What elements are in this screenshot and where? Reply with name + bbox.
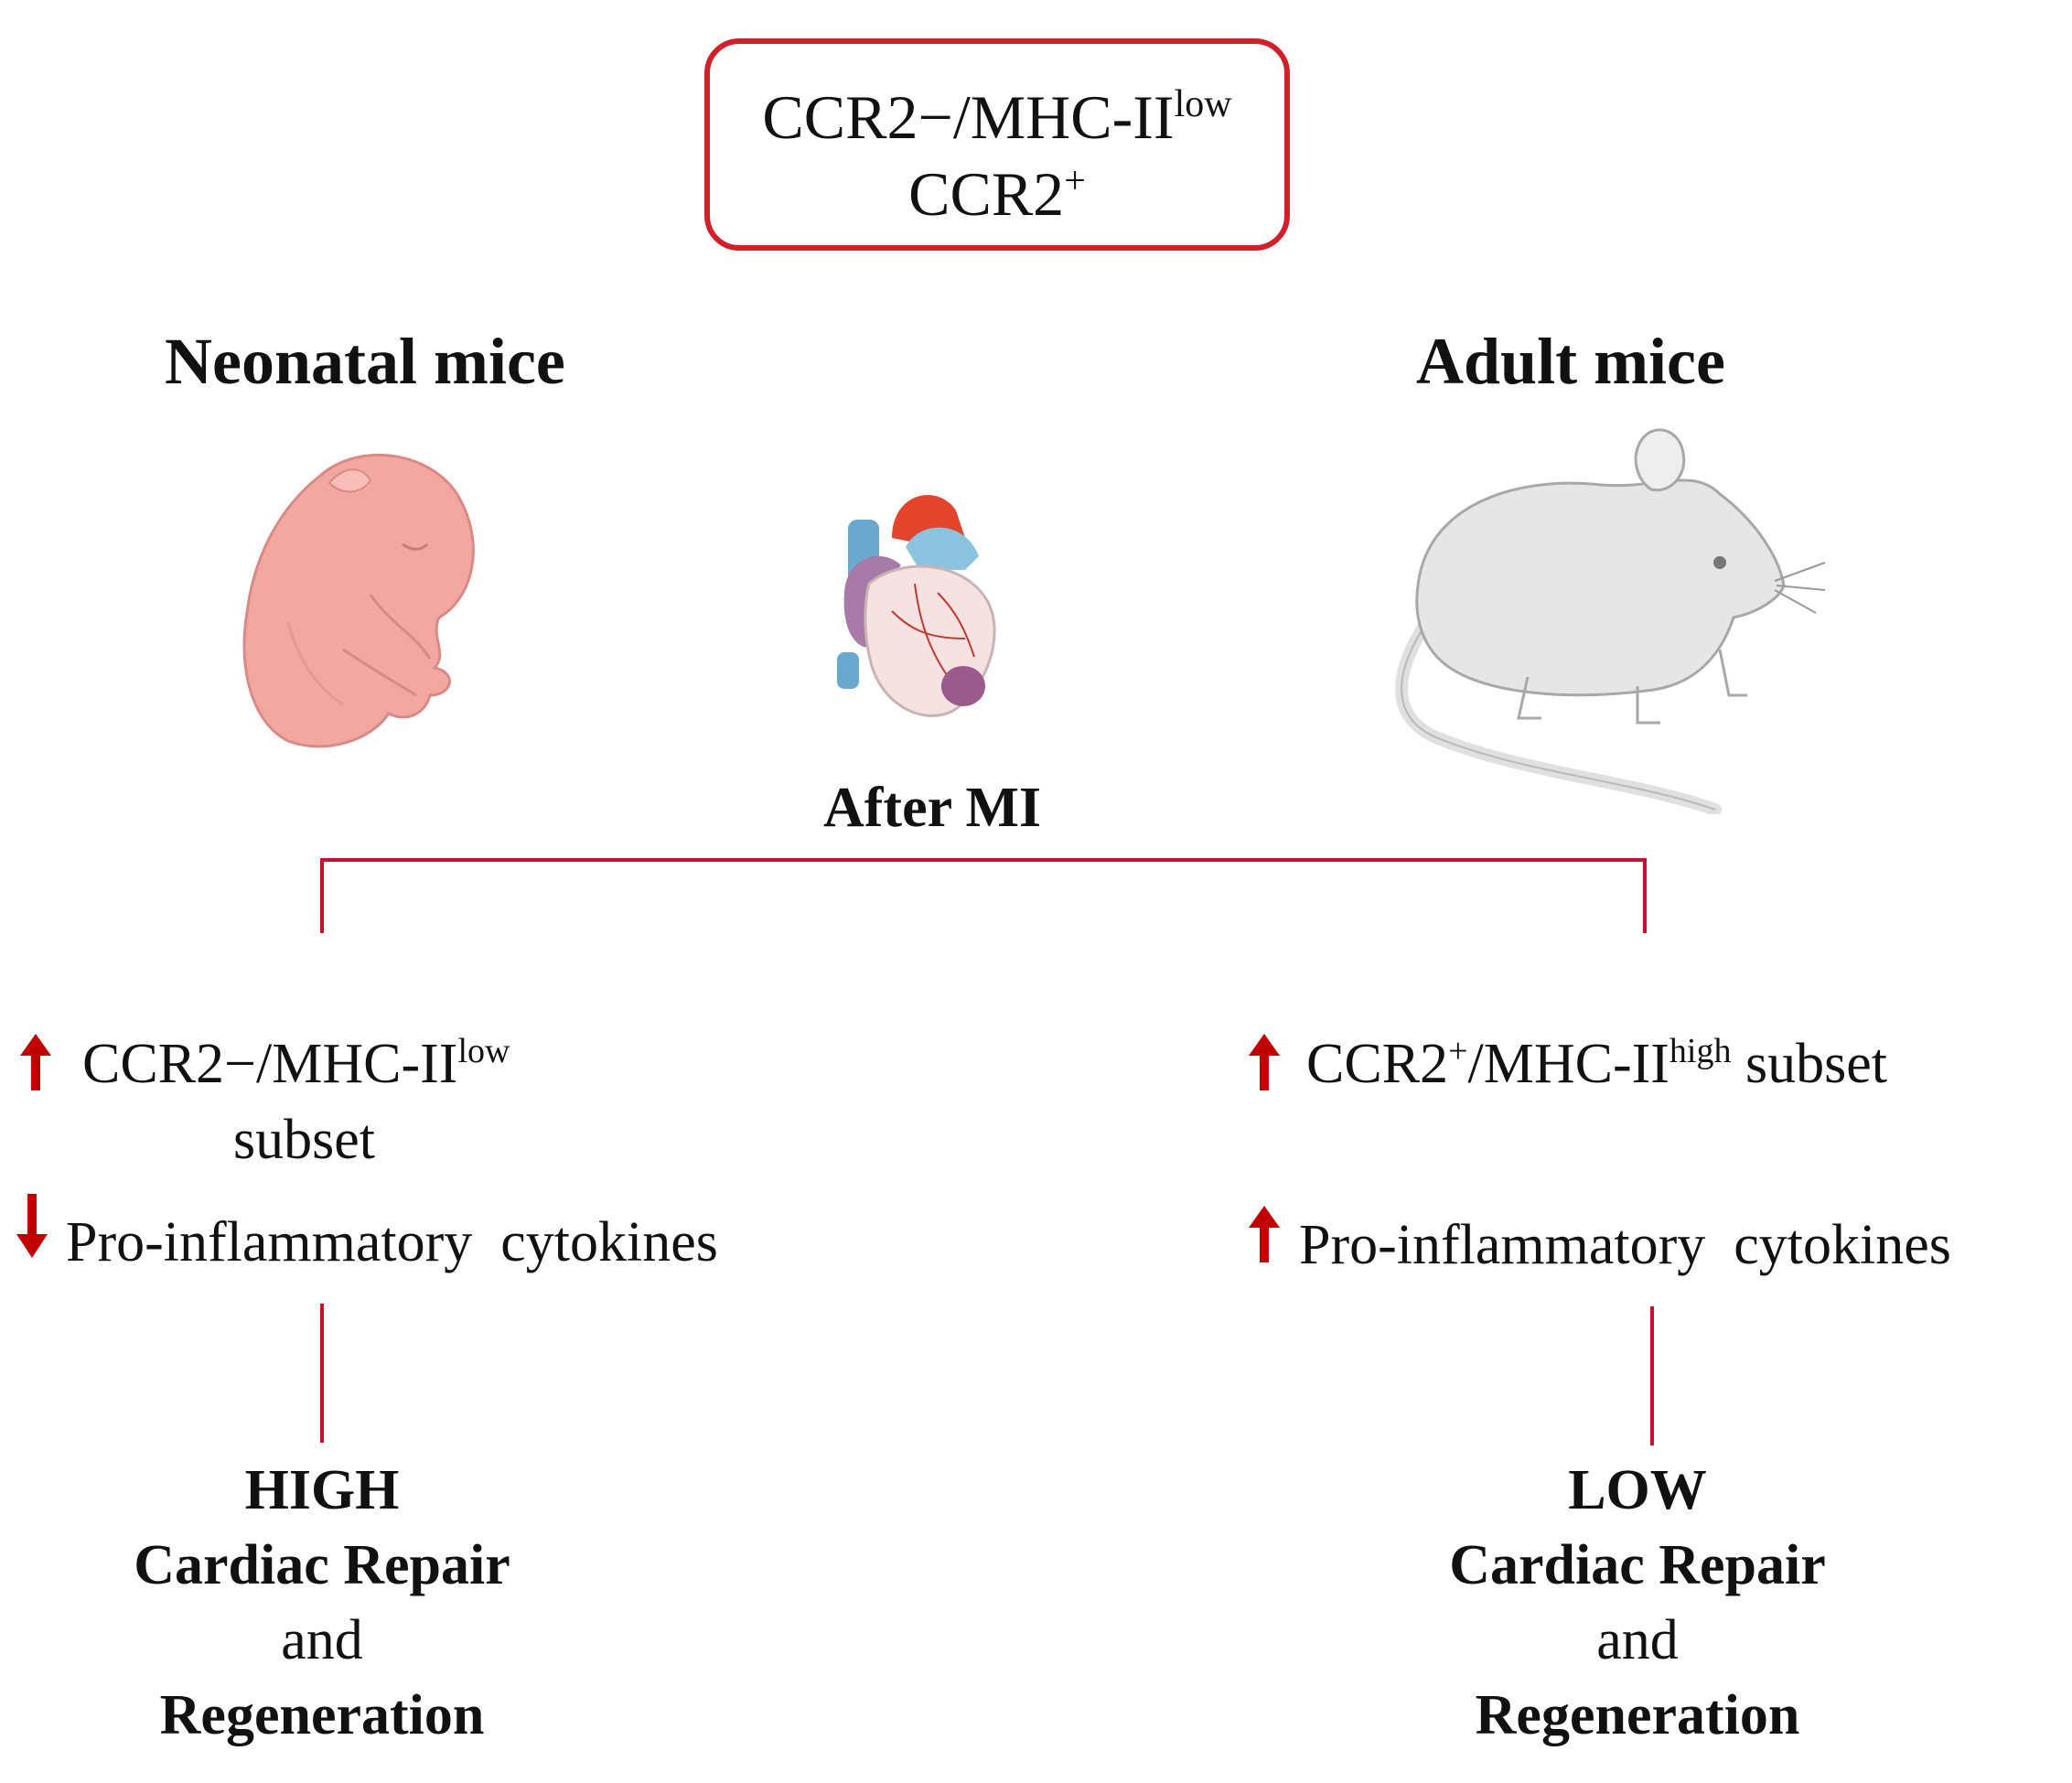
left-outcome: HIGH Cardiac Repair and Regeneration [48, 1453, 596, 1753]
after-mi-label: After MI [823, 777, 1042, 839]
box-line-1: CCR2−/MHC-IIlow [762, 82, 1232, 152]
right-cytokines: Pro-inflammatory cytokines [1299, 1214, 1951, 1276]
box-line-2: CCR2+ [908, 159, 1086, 229]
left-subset-line2: subset [233, 1109, 375, 1171]
macrophage-subsets-box [704, 38, 1290, 251]
bracket-right-leg [1643, 858, 1647, 933]
bracket-left-leg [320, 858, 324, 933]
neonatal-title: Neonatal mice [165, 325, 565, 398]
left-outcome-level: HIGH [244, 1459, 400, 1521]
adult-mouse-icon [1395, 428, 1826, 814]
up-arrow-icon [1249, 1034, 1280, 1090]
right-subset: CCR2+/MHC-IIhigh subset [1306, 1032, 1887, 1095]
bracket-horizontal [320, 858, 1647, 862]
right-outcome-repair: Cardiac Repair [1449, 1534, 1826, 1596]
right-outcome-level: LOW [1568, 1459, 1707, 1521]
left-outcome-and: and [281, 1609, 363, 1671]
left-cytokines: Pro-inflammatory cytokines [66, 1211, 718, 1273]
adult-title: Adult mice [1416, 325, 1725, 398]
left-outcome-regeneration: Regeneration [159, 1684, 485, 1746]
up-arrow-icon [1249, 1206, 1280, 1262]
left-connector [320, 1304, 324, 1443]
left-subset-line1: CCR2−/MHC-IIlow [82, 1032, 510, 1095]
heart-icon [837, 495, 996, 717]
right-connector [1650, 1306, 1654, 1445]
up-arrow-icon [20, 1034, 51, 1090]
down-arrow-icon [16, 1194, 48, 1258]
neonatal-mouse-icon [242, 453, 475, 748]
left-outcome-repair: Cardiac Repair [134, 1534, 510, 1596]
right-outcome-regeneration: Regeneration [1475, 1684, 1800, 1746]
right-outcome: LOW Cardiac Repair and Regeneration [1363, 1453, 1912, 1753]
right-outcome-and: and [1596, 1609, 1679, 1671]
